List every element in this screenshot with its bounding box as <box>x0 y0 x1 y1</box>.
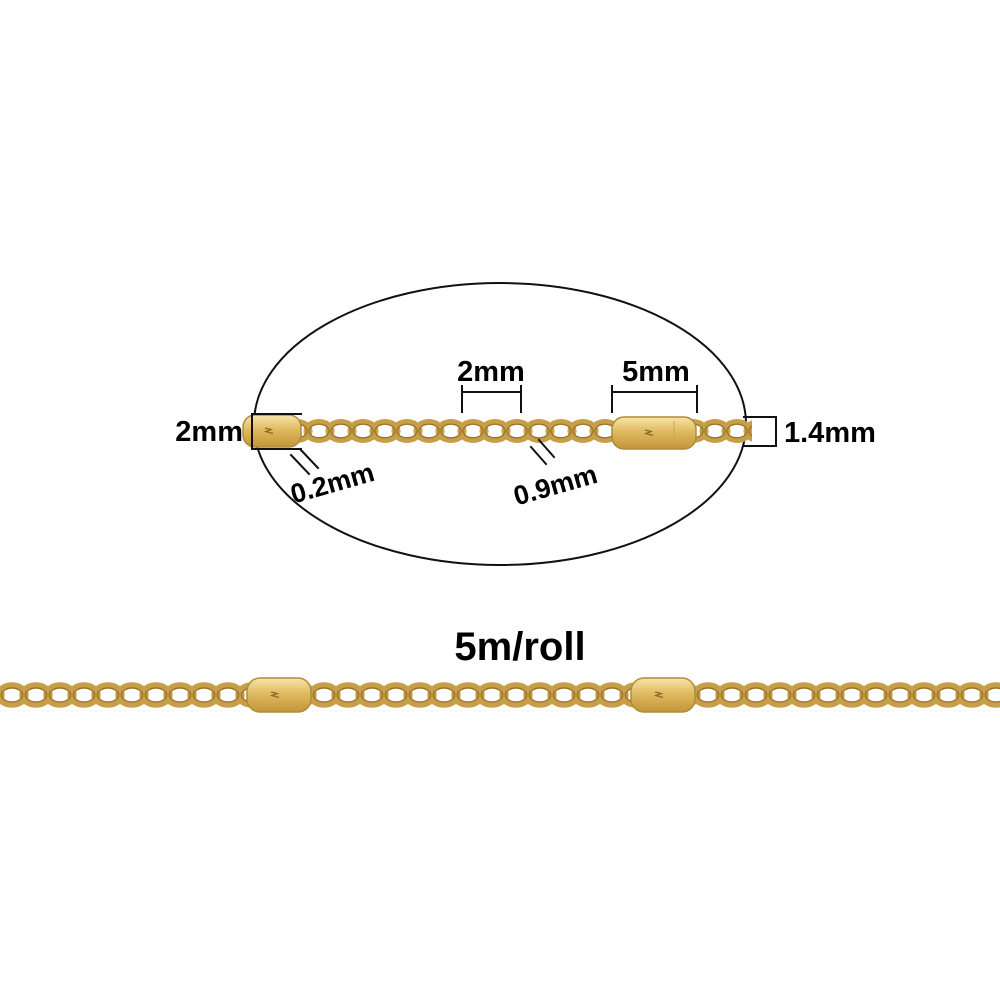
dim-chain-width-label: 1.4mm <box>784 417 876 449</box>
dim-wire-diameter-ticks <box>529 438 556 466</box>
plate-stamp-mark <box>643 429 654 437</box>
roll-size-label: 5m/roll <box>454 625 585 669</box>
dim-link-width-label: 2mm <box>457 356 525 388</box>
dim-wire-diameter-label: 0.9mm <box>510 459 601 511</box>
dimension-lines <box>251 385 777 476</box>
dim-link-width-lines <box>461 385 522 413</box>
plate-stamp-mark <box>653 691 664 699</box>
bottom-connector-plate-left <box>246 677 312 713</box>
dim-plate-height-lines <box>251 413 302 450</box>
dim-plate-length-label: 5mm <box>622 356 690 388</box>
dim-plate-thickness-ticks <box>289 447 320 476</box>
bottom-connector-plate-right <box>630 677 696 713</box>
dim-chain-width-lines <box>743 416 777 447</box>
bottom-chain <box>0 672 1000 718</box>
dim-plate-height-label: 2mm <box>175 416 243 448</box>
dim-plate-length-lines <box>611 385 698 413</box>
plate-stamp-mark <box>269 691 280 699</box>
plate-stamp-mark <box>263 427 274 435</box>
zoom-connector-plate-right <box>611 416 697 450</box>
